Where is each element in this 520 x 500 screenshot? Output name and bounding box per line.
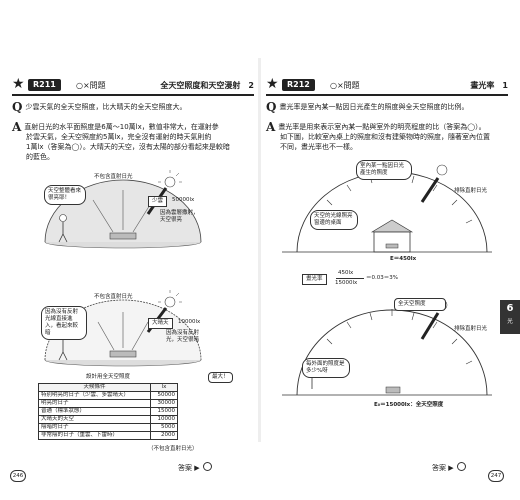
illuminance-value: 10000lx <box>178 319 201 325</box>
a-mark-icon: A <box>266 120 276 134</box>
table-cell: 陰暗的日子 <box>38 423 151 432</box>
answer-label: 答案 <box>432 464 446 472</box>
table-cell: 15000 <box>150 407 178 416</box>
table-cell: 50000 <box>150 391 178 400</box>
table-note: （不包含直射日光） <box>148 446 198 452</box>
callout-max: 最大！ <box>208 372 233 383</box>
no-direct-light-label: 不包含直射日光 <box>94 174 133 180</box>
chapter-name: 光 <box>507 319 513 325</box>
speech-bubble: 因為沒有反射光線直接進入，看起來較暗 <box>41 306 87 340</box>
table-cell: 大晴天的天空 <box>38 415 151 424</box>
table-cell: 2000 <box>150 431 178 440</box>
page-number: 246 <box>10 470 26 482</box>
formula-result: ＝0.03＝3% <box>366 275 398 281</box>
total-sky-illuminance: E₀＝15000lx：全天空照度 <box>374 402 444 408</box>
question-kind: ○×問題 <box>76 81 106 90</box>
table-cell: 普通（標準狀態） <box>38 407 151 416</box>
question-kind: ○×問題 <box>330 81 360 90</box>
a-mark-icon: A <box>12 120 22 134</box>
table-caption: 設計用全天空照度 <box>86 374 131 380</box>
play-icon: ▶ <box>194 464 200 472</box>
left-header: ★ R211 ○×問題 全天空照度和天空漫射 2 <box>12 76 254 96</box>
table-row: 特別明亮的日子（少雲、多雲晴天）50000 <box>38 391 178 400</box>
table-row: 非常陰的日子（重雲、下雷時）2000 <box>38 431 178 440</box>
star-icon: ★ <box>12 76 25 92</box>
speech-bubble: 天空整體看來很亮耶！ <box>44 185 86 205</box>
answer-line: 如下圖，比較室內桌上的照度和沒有建築物時的照度，隨著室內位置 <box>280 133 490 141</box>
illuminance-value: 50000lx <box>172 197 195 203</box>
answer-line: 晝光率是用來表示室內某一點與室外的明亮程度的比（答案為◯）。 <box>278 123 486 131</box>
answer-hint: 答案 ▶ <box>432 462 466 473</box>
table-cell: 30000 <box>150 399 178 408</box>
answer-line: 於雲天氣，全天空照度約5萬lx，完全沒有運射的時天氣則約 <box>26 133 212 141</box>
dome-note: 因為沒有反射光，天空很暗 <box>166 330 200 343</box>
table-cell: 5000 <box>150 423 178 432</box>
formula-numerator: 450lx <box>338 270 354 276</box>
weather-label: 少雲 <box>148 196 168 207</box>
answer-hint: 答案 ▶ <box>178 462 212 473</box>
section-title: 晝光率 1 <box>470 81 508 90</box>
right-header: ★ R212 ○×問題 晝光率 1 <box>266 76 508 96</box>
table-cell: 明亮的日子 <box>38 399 151 408</box>
chapter-tab: 6 光 <box>500 300 520 334</box>
section-title: 全天空照度和天空漫射 2 <box>160 81 254 90</box>
answer-line: 的藍色。 <box>26 153 54 161</box>
answer-line: 1萬lx（答案為◯）。大晴天的天空，沒有太陽的部分看起來是較暗 <box>26 143 230 151</box>
q-mark-icon: Q <box>12 100 23 114</box>
open-sky-diagram <box>282 299 492 396</box>
no-direct-light-label: 不包含直射日光 <box>94 294 133 300</box>
speech-bubble: 天空的光線照亮窗邊的桌面 <box>310 210 358 230</box>
table-cell: 10000 <box>150 415 178 424</box>
play-icon: ▶ <box>448 464 454 472</box>
table-header: 天候條件 <box>38 383 151 392</box>
circle-icon <box>202 462 212 471</box>
speech-bubble: 全天空照度 <box>394 298 446 311</box>
answer-line: 直射日光的水平面照度是6萬～10萬lx，數值非常大，在運射參 <box>24 123 219 131</box>
answer-line: 不同，晝光率也不一樣。 <box>280 143 357 151</box>
indoor-illuminance: E＝450lx <box>390 256 417 262</box>
weather-label: 大晴天 <box>148 318 173 329</box>
formula-label: 晝光率 <box>302 274 327 285</box>
direct-light-note: 排除直射日光 <box>454 188 488 194</box>
circle-icon <box>456 462 466 471</box>
question-code: R211 <box>28 79 61 91</box>
dome-note: 因為雲層撒射，天空很亮 <box>160 210 199 223</box>
book-gutter <box>258 58 261 442</box>
speech-bubble: 每外面的照度是多少%呀 <box>302 358 350 378</box>
table-header: lx <box>150 383 178 392</box>
table-cell: 特別明亮的日子（少雲、多雲晴天） <box>38 391 151 400</box>
q-mark-icon: Q <box>266 100 277 114</box>
page-number: 247 <box>488 470 504 482</box>
question-code: R212 <box>282 79 315 91</box>
question-text: 少雲天氣的全天空照度，比大晴天的全天空照度大。 <box>25 103 187 111</box>
room-daylight-diagram <box>282 164 492 253</box>
speech-bubble: 室內某一點因日光產生的照度 <box>356 160 412 180</box>
question-text: 晝光率是室內某一點因日光產生的照度與全天空照度的比例。 <box>279 103 469 111</box>
answer-label: 答案 <box>178 464 192 472</box>
table-cell: 非常陰的日子（重雲、下雷時） <box>38 431 151 440</box>
table-row: 普通（標準狀態）15000 <box>38 407 178 416</box>
star-icon: ★ <box>266 76 279 92</box>
direct-light-note: 排除直射日光 <box>454 326 488 332</box>
chapter-number: 6 <box>506 303 514 314</box>
fraction-bar <box>336 278 364 279</box>
formula-denominator: 15000lx <box>335 280 358 286</box>
